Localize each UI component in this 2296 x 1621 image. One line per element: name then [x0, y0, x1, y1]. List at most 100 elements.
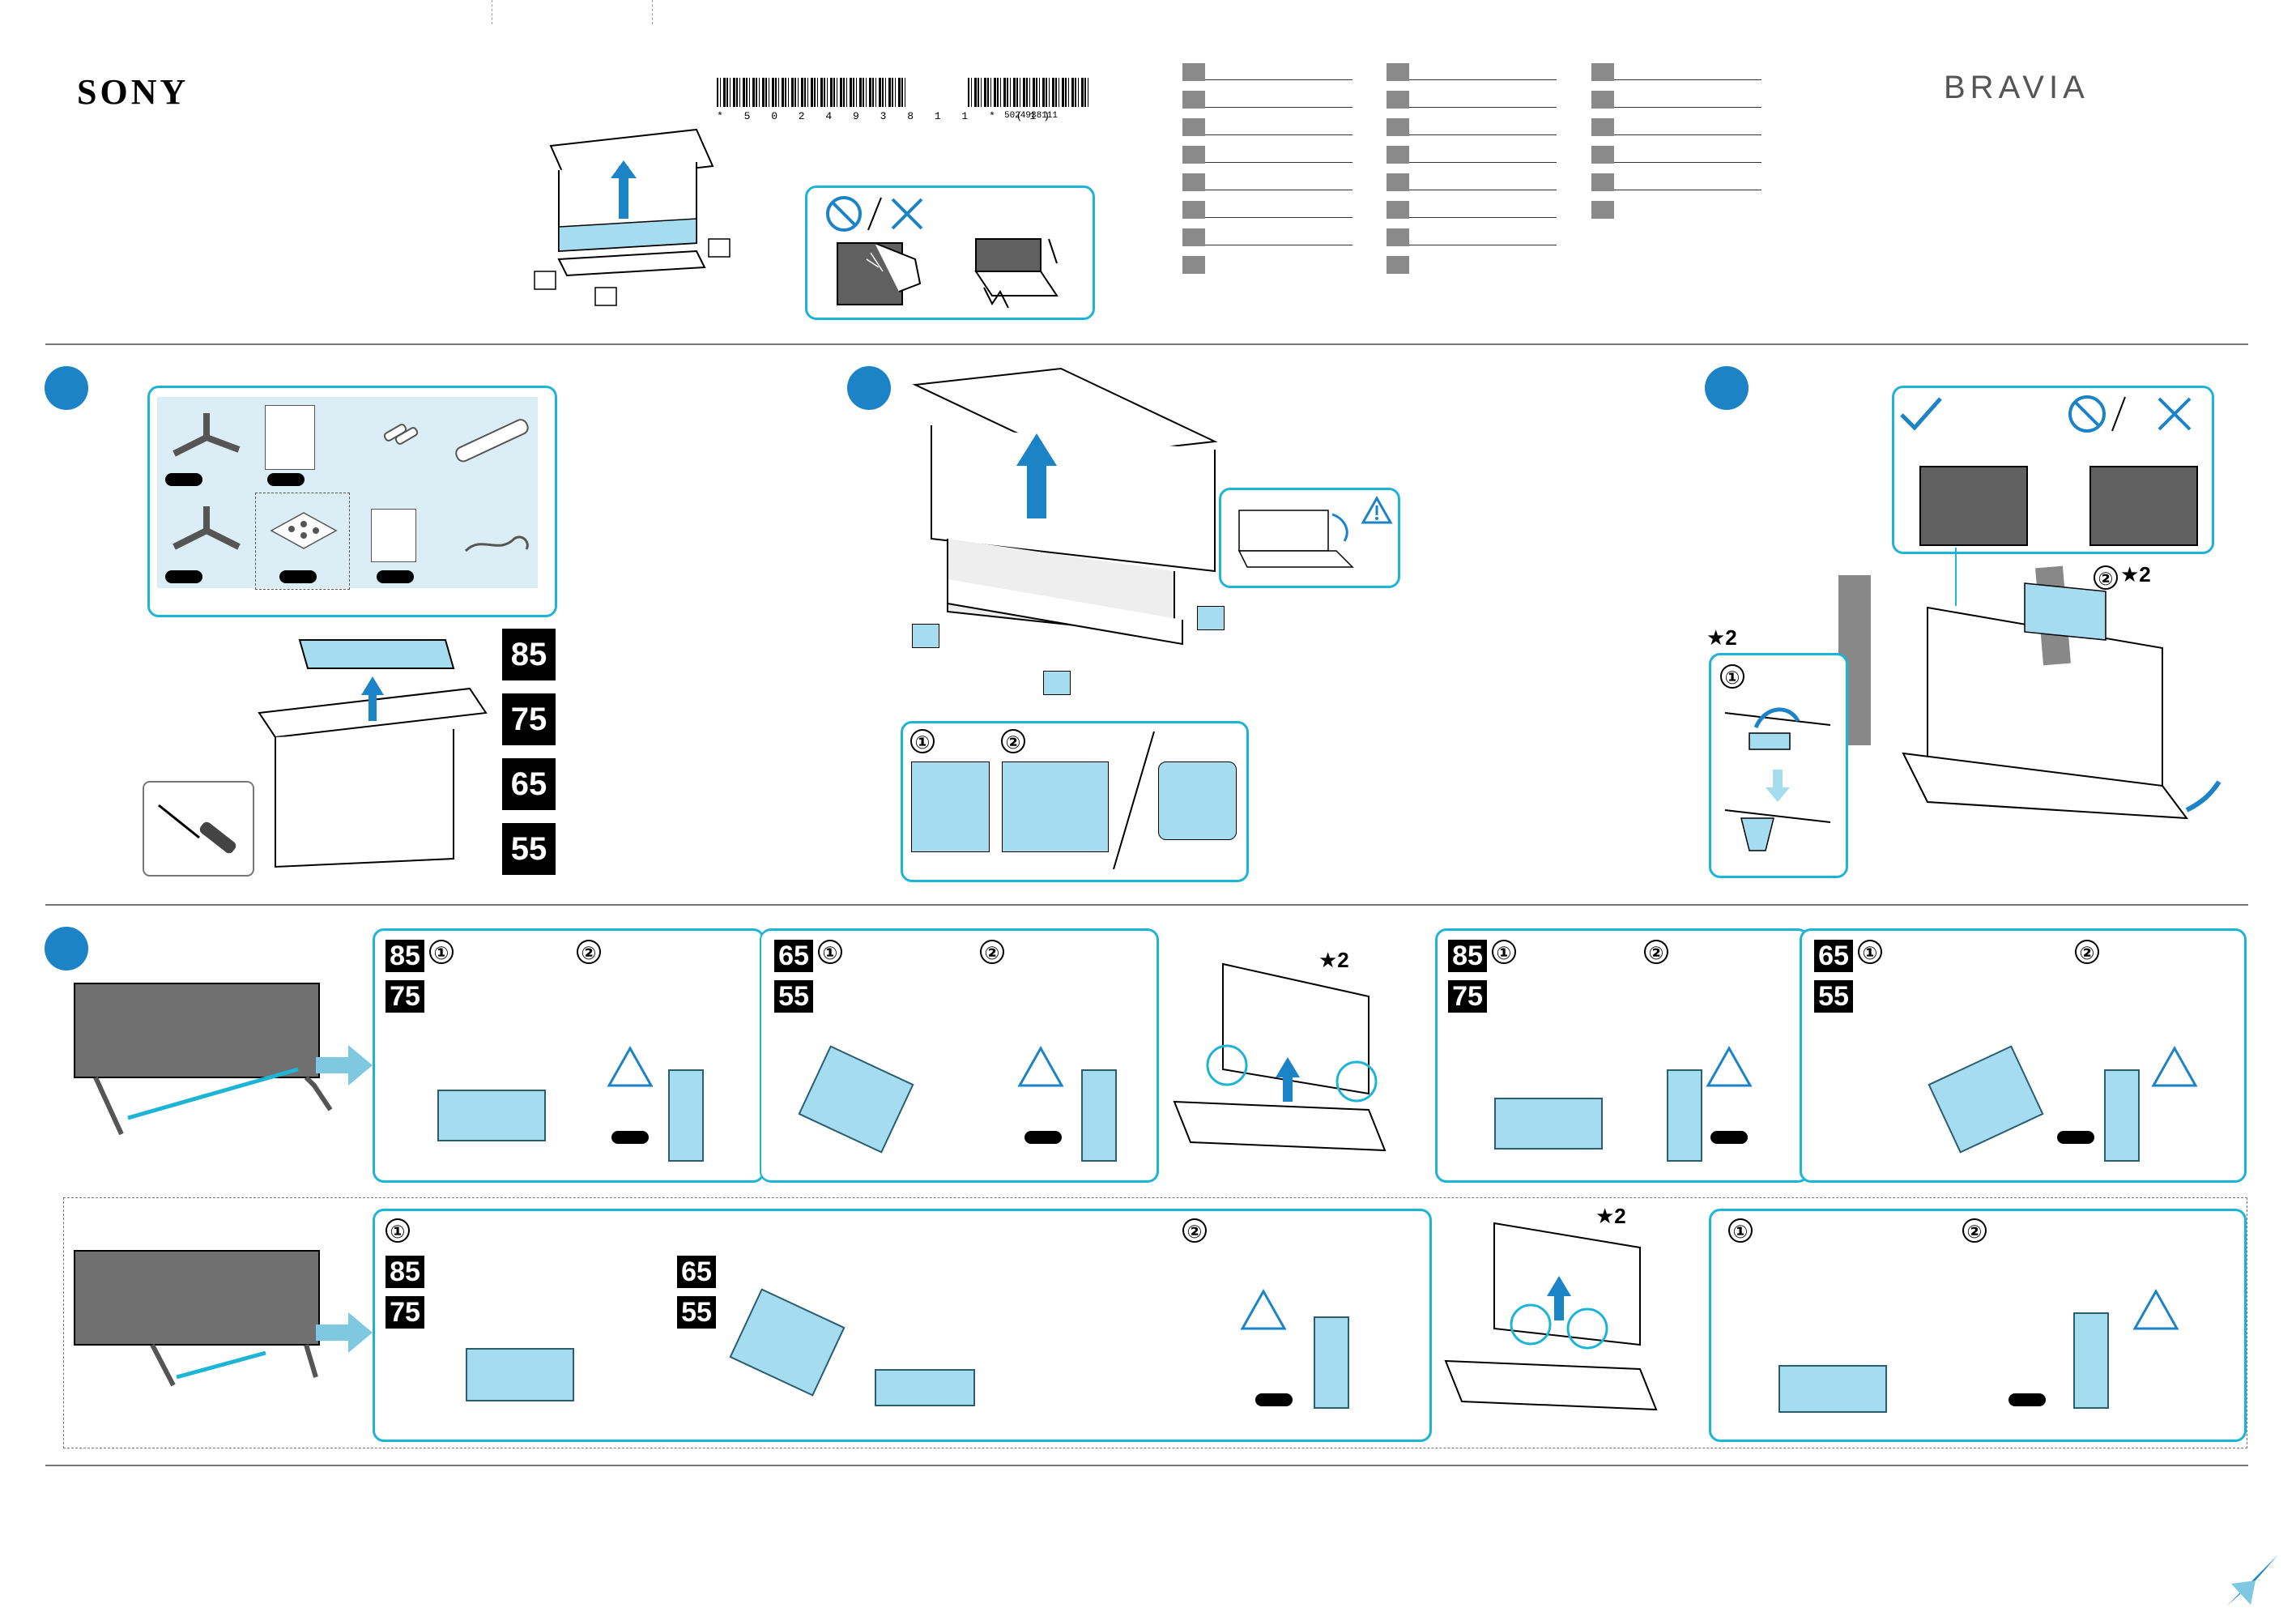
size-badge-55: 55 — [1814, 980, 1853, 1013]
size-badge-65: 65 — [677, 1256, 716, 1288]
caution-pinch-icon — [1240, 1288, 1287, 1330]
step-3-marker — [1705, 366, 1749, 410]
brackets-icon — [371, 509, 416, 562]
connector-line — [1955, 548, 1957, 606]
step-num-1: ① — [1728, 1218, 1753, 1243]
fold-mark-2 — [652, 0, 653, 24]
remote-control-icon — [455, 419, 529, 463]
part-label-pill — [611, 1131, 649, 1144]
next-arrow-icon — [316, 1312, 373, 1353]
manual-icon — [265, 405, 315, 470]
barcode-secondary-digits: 5024938111 — [1004, 111, 1059, 121]
clip-icon-left — [912, 624, 939, 648]
leg-base-illustration — [466, 1348, 574, 1401]
language-row — [1591, 62, 1761, 81]
step-num-2: ② — [577, 940, 601, 964]
language-row — [1387, 117, 1557, 136]
base-lock-illustration — [1724, 707, 1831, 851]
language-row — [1591, 89, 1761, 109]
size-badge-65: 65 — [774, 940, 813, 972]
correct-grip-illustration — [1919, 466, 2028, 546]
leg-post-illustration — [668, 1069, 704, 1162]
tv-falling-impact-illustration — [974, 238, 1059, 309]
part-label-pill — [165, 570, 202, 583]
size-badge-65: 65 — [1814, 940, 1853, 972]
tv-lift-from-base-illustration — [1838, 565, 2221, 820]
size-badge-75: 75 — [386, 980, 424, 1013]
language-row — [1591, 117, 1761, 136]
caution-pinch-icon — [2132, 1288, 2179, 1330]
part-label-pill — [279, 570, 317, 583]
language-row — [1182, 89, 1352, 109]
size-badge-75: 75 — [502, 693, 556, 745]
part-label-pill — [165, 473, 202, 486]
size-badge-55: 55 — [774, 980, 813, 1013]
step-num-2: ② — [1962, 1218, 1987, 1243]
leg-post-illustration — [1667, 1069, 1702, 1162]
part-label-pill — [1024, 1131, 1062, 1144]
tv-on-base-install-illustration — [1173, 962, 1387, 1152]
leg-attach-panel-85-75-a — [373, 928, 765, 1183]
language-row — [1387, 62, 1557, 81]
language-row — [1591, 144, 1761, 164]
cable-icon — [464, 535, 529, 552]
step-num-1: ① — [386, 1218, 410, 1243]
size-badge-85: 85 — [502, 629, 556, 680]
next-arrow-icon — [316, 1045, 373, 1086]
cross-mark-icon — [891, 198, 923, 230]
accessory-box-illustration — [258, 639, 488, 868]
stand-leg-alt-icon — [173, 506, 241, 550]
clip-squeeze-illustration — [911, 761, 990, 852]
part-label-pill — [2057, 1131, 2094, 1144]
language-row — [1387, 144, 1557, 164]
language-row — [1182, 144, 1352, 164]
leg-post-illustration — [2073, 1312, 2109, 1409]
page-turn-icon — [2226, 1555, 2278, 1606]
tv-box-lift-illustration — [912, 367, 1218, 646]
language-row — [1387, 89, 1557, 109]
leg-post-illustration — [1314, 1316, 1349, 1409]
star-note: ★2 — [1595, 1204, 1626, 1228]
size-badge-65: 65 — [502, 758, 556, 810]
step-num-1: ① — [1858, 940, 1882, 964]
leg-post-illustration — [1081, 1069, 1117, 1162]
barcode-main — [717, 78, 907, 107]
bravia-logo: BRAVIA — [1944, 70, 2089, 105]
step-num-1: ① — [1492, 940, 1516, 964]
language-row — [1182, 199, 1352, 219]
step-2-marker — [847, 366, 891, 410]
step-num-1: ① — [818, 940, 842, 964]
part-label-pill — [377, 570, 414, 583]
language-row — [1387, 172, 1557, 191]
clip-slide-illustration — [1002, 761, 1109, 852]
language-row — [1182, 254, 1352, 274]
language-row — [1387, 227, 1557, 246]
caution-pinch-icon — [1706, 1045, 1753, 1087]
box-lid-illustration — [1237, 510, 1354, 568]
step-num-1-lock: ① — [1720, 664, 1744, 689]
batteries-icon — [383, 424, 419, 445]
tv-with-narrow-legs-illustration — [74, 1250, 320, 1387]
screwdriver-panel — [143, 781, 254, 877]
language-row — [1182, 227, 1352, 246]
caution-pinch-icon — [2151, 1045, 2198, 1087]
language-row — [1182, 172, 1352, 191]
step-num-2: ② — [1644, 940, 1668, 964]
size-badge-75: 75 — [1448, 980, 1487, 1013]
slash-separator-icon — [867, 197, 882, 231]
language-row — [1182, 62, 1352, 81]
prohibited-icon — [826, 196, 862, 232]
hand-pressing-screen-illustration — [837, 242, 922, 305]
part-label-pill — [1255, 1393, 1293, 1406]
stand-leg-icon — [173, 413, 241, 457]
incorrect-grip-illustration — [2089, 466, 2198, 546]
part-label-pill — [267, 473, 305, 486]
language-row — [1591, 172, 1761, 191]
star-note: ★2 — [1706, 625, 1737, 650]
part-label-pill — [1710, 1131, 1748, 1144]
alternative-leg-position-frame — [63, 1197, 2247, 1448]
step-num-2: ② — [2075, 940, 2099, 964]
leg-base-illustration — [1778, 1365, 1887, 1413]
section-divider-1 — [45, 343, 2248, 345]
part-label-pill — [2008, 1393, 2046, 1406]
